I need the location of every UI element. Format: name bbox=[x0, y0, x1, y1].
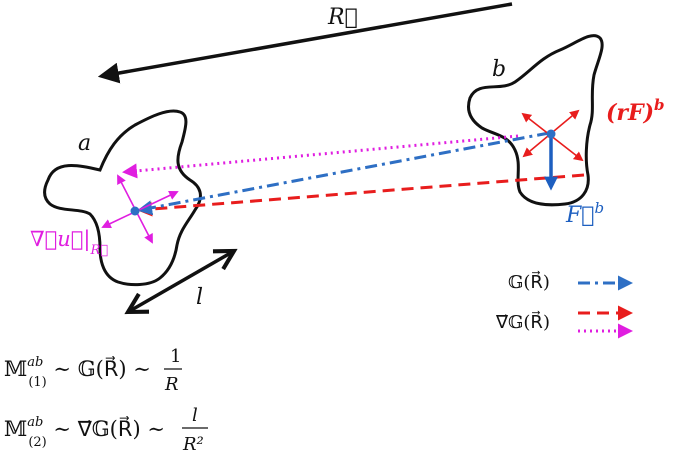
particle-b-center bbox=[546, 129, 556, 139]
svg-text:𝕄ab(2) ∼ ∇⃗𝔾(R⃗) ∼: 𝕄ab(2) ∼ ∇⃗𝔾(R⃗) ∼ bbox=[4, 415, 165, 450]
legend: 𝔾(R⃗) ∇⃗𝔾(R⃗) bbox=[495, 271, 633, 339]
r-vector-label: R⃗ bbox=[327, 5, 358, 30]
equation-1: 𝕄ab(1) ∼ 𝔾(R⃗) ∼ 1 R bbox=[4, 346, 182, 395]
legend-label-grad-g: ∇⃗𝔾(R⃗) bbox=[495, 311, 550, 333]
length-l-arrow bbox=[128, 251, 234, 312]
particle-a-shape bbox=[43, 109, 202, 287]
dotted-interaction-line bbox=[122, 134, 519, 179]
dashdot-interaction-line bbox=[137, 131, 550, 216]
particle-b-label: b bbox=[492, 57, 506, 82]
dashed-interaction-line bbox=[137, 173, 585, 217]
force-vector-label: F⃗b bbox=[565, 199, 604, 228]
equation-2: 𝕄ab(2) ∼ ∇⃗𝔾(R⃗) ∼ l R² bbox=[4, 405, 208, 455]
particle-a-label: a bbox=[78, 131, 91, 156]
r-vector-arrow bbox=[97, 2, 513, 84]
legend-label-g: 𝔾(R⃗) bbox=[508, 271, 550, 293]
svg-text:l: l bbox=[192, 405, 198, 426]
velocity-gradient-label: ∇⃗u⃗|R⃗ bbox=[30, 227, 108, 258]
svg-text:R: R bbox=[164, 374, 179, 395]
force-dipole-label: (rF)b bbox=[606, 96, 665, 126]
particle-a-center bbox=[130, 206, 140, 216]
svg-text:1: 1 bbox=[170, 346, 181, 367]
svg-text:R²: R² bbox=[182, 434, 204, 455]
svg-text:𝕄ab(1) ∼ 𝔾(R⃗) ∼: 𝕄ab(1) ∼ 𝔾(R⃗) ∼ bbox=[4, 355, 151, 390]
length-l-label: l bbox=[196, 285, 203, 310]
particle-b-shape bbox=[467, 34, 604, 207]
